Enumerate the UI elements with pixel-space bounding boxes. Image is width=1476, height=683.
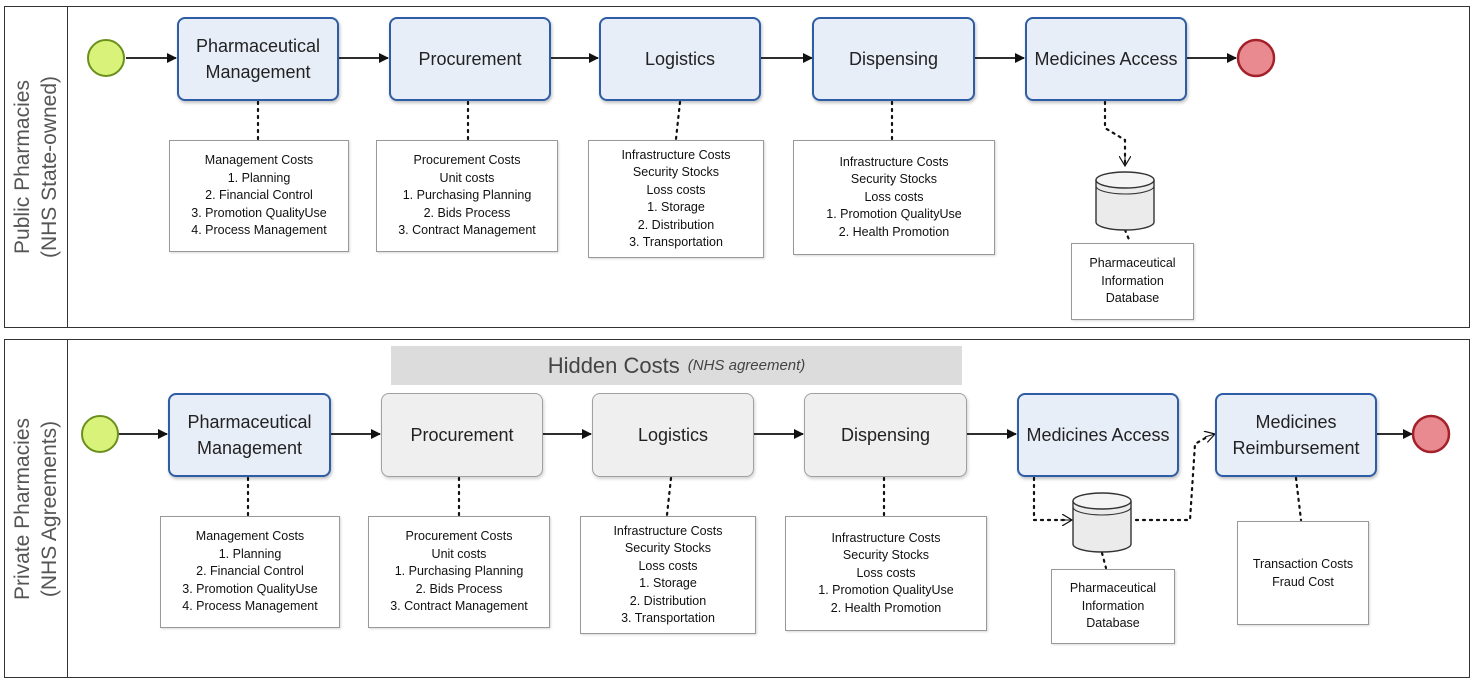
note-line: Database — [1086, 616, 1140, 631]
public-task-dispensing[interactable]: Dispensing — [812, 17, 975, 101]
private-note-dispensing-costs: Infrastructure Costs Security Stocks Los… — [785, 516, 987, 631]
note-line: 2. Bids Process — [415, 581, 503, 596]
note-line: Pharmaceutical — [1089, 256, 1176, 271]
public-start-event — [87, 39, 125, 77]
note-line: Loss costs — [864, 189, 924, 204]
note-line: Database — [1105, 291, 1160, 306]
note-line: Loss costs — [646, 182, 706, 197]
note-line: 1. Purchasing Planning — [394, 564, 524, 579]
note-line: Unit costs — [439, 170, 495, 185]
lane-public: Public Pharmacies (NHS State-owned) — [4, 6, 1470, 328]
note-line: Loss costs — [856, 565, 916, 580]
note-line: 1. Promotion QualityUse — [818, 583, 954, 598]
note-line: 3. Contract Management — [398, 223, 536, 238]
private-task-medicines-reimbursement[interactable]: Medicines Reimbursement — [1215, 393, 1377, 477]
note-line: 2. Financial Control — [205, 188, 313, 203]
note-line: Loss costs — [638, 558, 698, 573]
note-line: 3. Transportation — [621, 611, 715, 625]
private-note-database: Pharmaceutical Information Database — [1051, 569, 1175, 644]
note-line: 2. Distribution — [629, 593, 707, 608]
note-line: Security Stocks — [624, 541, 712, 555]
private-note-procurement-costs: Procurement Costs Unit costs 1. Purchasi… — [368, 516, 550, 628]
note-line: Fraud Cost — [1272, 574, 1334, 589]
note-line: 3. Contract Management — [390, 599, 528, 614]
private-task-medicines-access[interactable]: Medicines Access — [1017, 393, 1179, 477]
note-line: 2. Health Promotion — [830, 600, 942, 615]
public-task-procurement[interactable]: Procurement — [389, 17, 551, 101]
lane-public-header: Public Pharmacies (NHS State-owned) — [5, 7, 68, 327]
note-line: 3. Promotion QualityUse — [182, 581, 318, 596]
public-task-logistics[interactable]: Logistics — [599, 17, 761, 101]
note-line: Procurement Costs — [413, 153, 521, 168]
public-task-medicines-access[interactable]: Medicines Access — [1025, 17, 1187, 101]
private-task-procurement[interactable]: Procurement — [381, 393, 543, 477]
lane-private-header: Private Pharmacies (NHS Agreements) — [5, 340, 68, 677]
note-line: 2. Health Promotion — [838, 224, 950, 239]
hidden-costs-banner: Hidden Costs (NHS agreement) — [391, 346, 962, 385]
note-line: 1. Planning — [227, 170, 291, 185]
private-note-management-costs: Management Costs 1. Planning 2. Financia… — [160, 516, 340, 628]
note-line: Infrastructure Costs — [839, 154, 949, 169]
note-line: 2. Bids Process — [423, 205, 511, 220]
note-line: 1. Storage — [639, 576, 697, 590]
public-note-logistics-costs: Infrastructure Costs Security Stocks Los… — [588, 140, 764, 258]
note-line: 2. Financial Control — [196, 564, 304, 579]
note-line: Infrastructure Costs — [831, 530, 941, 545]
public-note-database: Pharmaceutical Information Database — [1071, 243, 1194, 320]
lane-private: Private Pharmacies (NHS Agreements) — [4, 339, 1470, 678]
note-line: Procurement Costs — [405, 529, 513, 544]
note-line: Pharmaceutical — [1069, 581, 1157, 596]
note-line: Security Stocks — [842, 548, 930, 563]
note-line: Unit costs — [431, 546, 487, 561]
note-line: Security Stocks — [632, 165, 720, 179]
note-line: Infrastructure Costs — [613, 523, 723, 538]
note-line: 4. Process Management — [182, 599, 318, 614]
note-line: 1. Storage — [647, 200, 705, 214]
private-task-pharmaceutical-management[interactable]: Pharmaceutical Management — [168, 393, 331, 477]
private-database-icon — [1072, 492, 1132, 553]
note-line: 1. Planning — [218, 546, 282, 561]
public-note-dispensing-costs: Infrastructure Costs Security Stocks Los… — [793, 140, 995, 255]
note-line: Information — [1101, 273, 1164, 288]
public-task-pharmaceutical-management[interactable]: Pharmaceutical Management — [177, 17, 339, 101]
public-database-icon — [1095, 171, 1155, 231]
note-line: Transaction Costs — [1252, 557, 1354, 571]
private-note-reimbursement-costs: Transaction Costs Fraud Cost — [1237, 521, 1369, 625]
private-task-dispensing[interactable]: Dispensing — [804, 393, 967, 477]
note-line: 3. Transportation — [629, 235, 723, 249]
public-note-management-costs: Management Costs 1. Planning 2. Financia… — [169, 140, 349, 252]
note-line: 1. Promotion QualityUse — [826, 207, 962, 222]
public-note-procurement-costs: Procurement Costs Unit costs 1. Purchasi… — [376, 140, 558, 252]
private-note-logistics-costs: Infrastructure Costs Security Stocks Los… — [580, 516, 756, 634]
note-line: 1. Purchasing Planning — [402, 188, 532, 203]
private-associations — [246, 435, 1303, 570]
note-line: Management Costs — [195, 529, 305, 544]
hidden-costs-subtitle: (NHS agreement) — [687, 357, 806, 374]
hidden-costs-title: Hidden Costs — [547, 352, 680, 378]
public-end-event — [1236, 38, 1276, 78]
private-task-logistics[interactable]: Logistics — [592, 393, 754, 477]
note-line: Infrastructure Costs — [621, 147, 731, 162]
note-line: 3. Promotion QualityUse — [191, 205, 327, 220]
note-line: Information — [1081, 598, 1145, 613]
note-line: Management Costs — [204, 153, 314, 168]
note-line: 4. Process Management — [191, 223, 327, 238]
note-line: 2. Distribution — [637, 217, 715, 232]
private-end-event — [1411, 414, 1451, 454]
private-start-event — [81, 415, 119, 453]
note-line: Security Stocks — [850, 172, 938, 187]
public-associations — [256, 100, 1132, 244]
